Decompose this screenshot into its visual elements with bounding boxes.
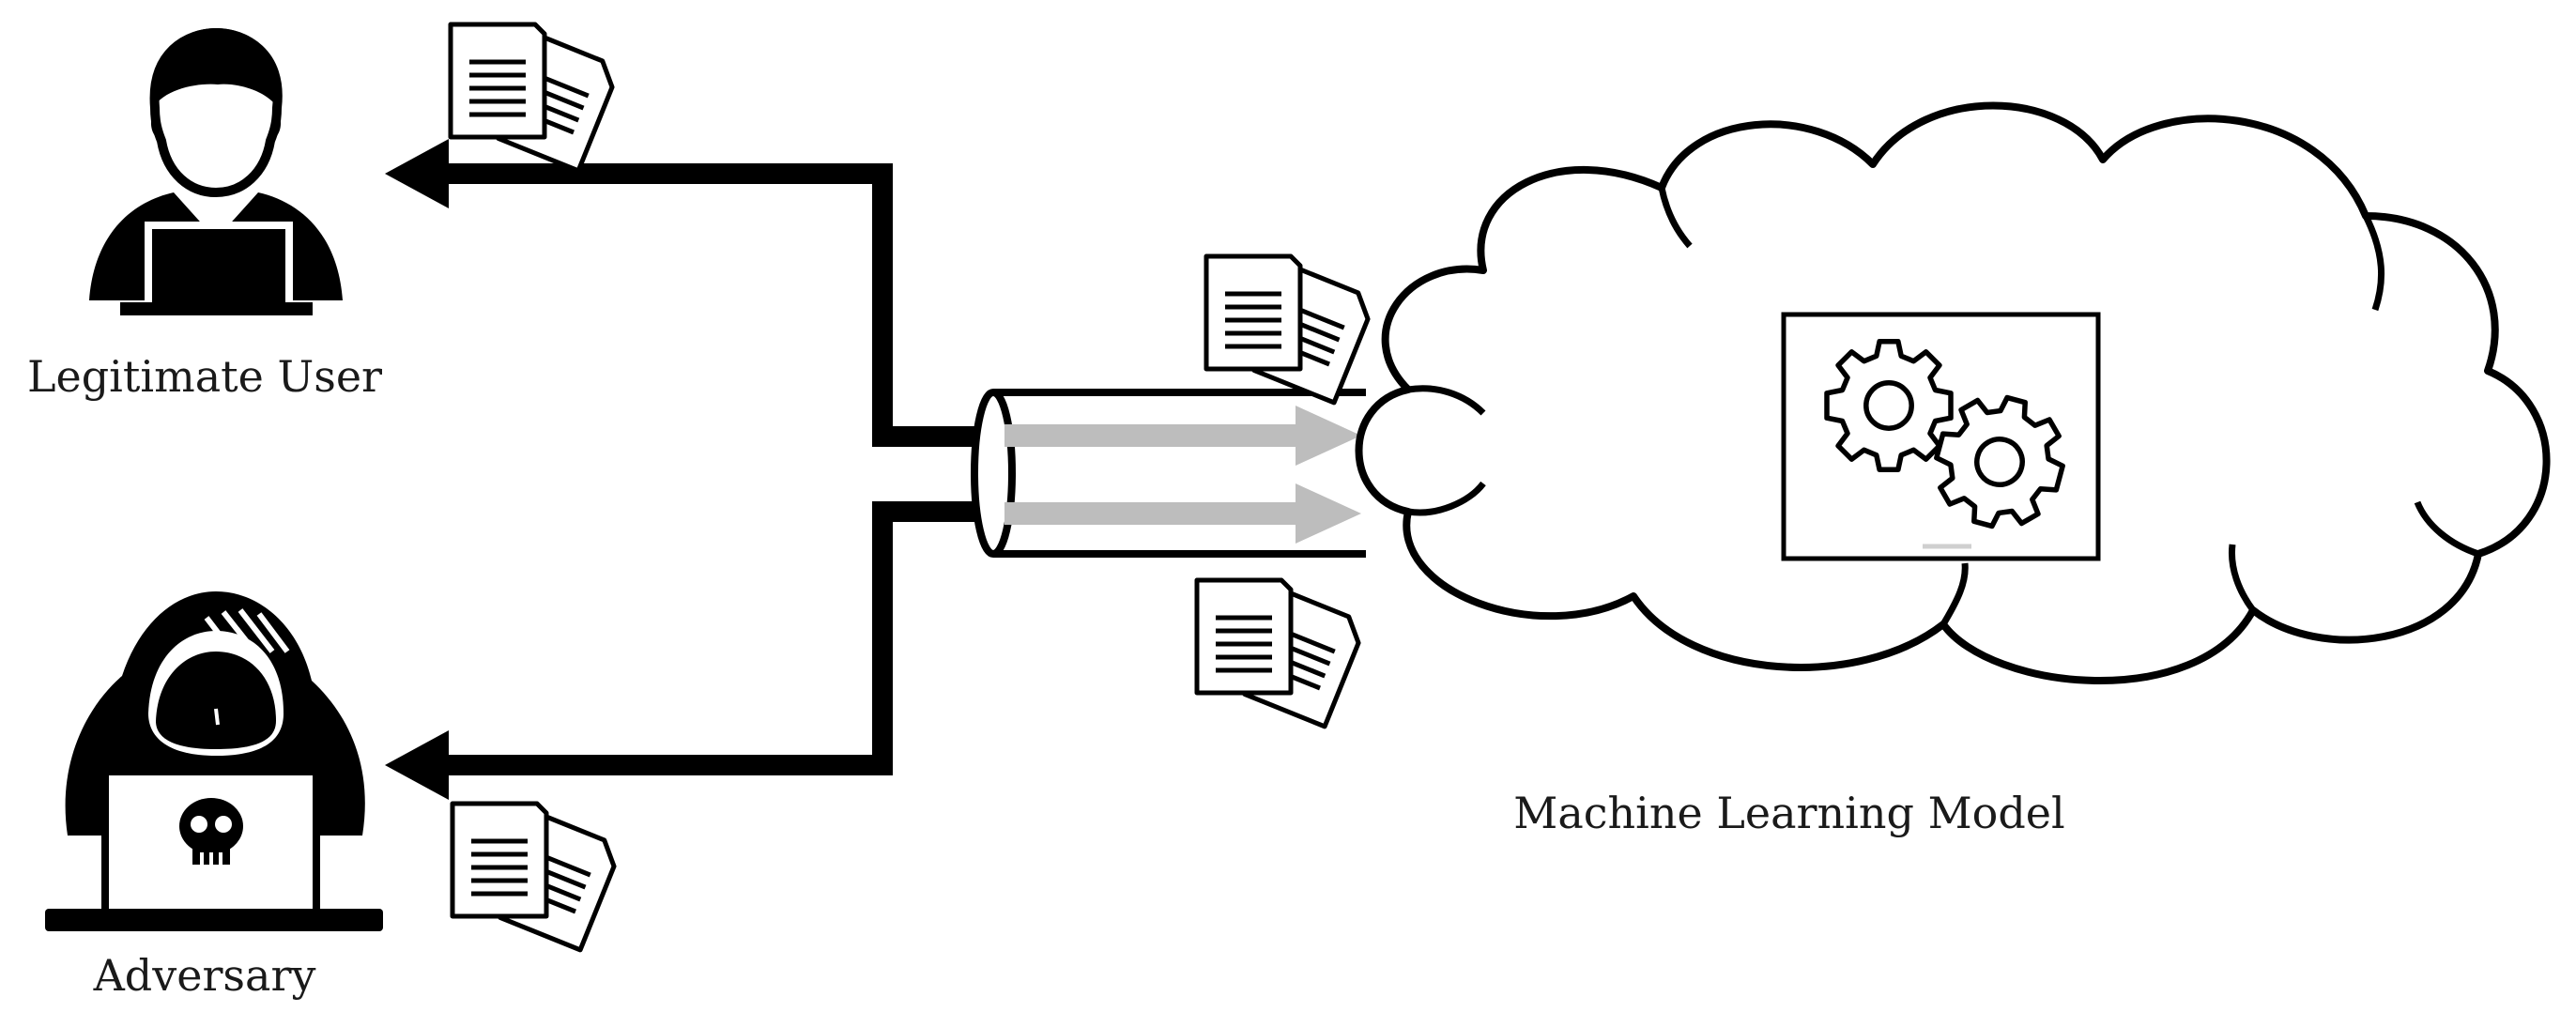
query-pipe [971,389,1366,558]
hooded-hacker-icon [45,591,383,931]
document-stack-icon-lower [1197,580,1366,727]
user-laptop-icon [89,27,343,318]
arrow-to-adversary [385,730,449,800]
adversary-label: Adversary [93,950,316,1001]
output-connector-lines [385,139,995,800]
model-label: Machine Learning Model [1513,788,2065,838]
legitimate-user-label: Legitimate User [27,351,382,402]
flow-arrow-lower [1004,483,1361,544]
document-stack-icon-adversary [452,804,621,950]
document-stack-icon-user [451,24,620,171]
flow-arrow-upper [1004,406,1361,466]
document-stack-icon-upper [1206,256,1375,403]
model-box [1781,312,2101,561]
arrow-to-user [385,139,449,208]
skull-icon [179,798,243,865]
